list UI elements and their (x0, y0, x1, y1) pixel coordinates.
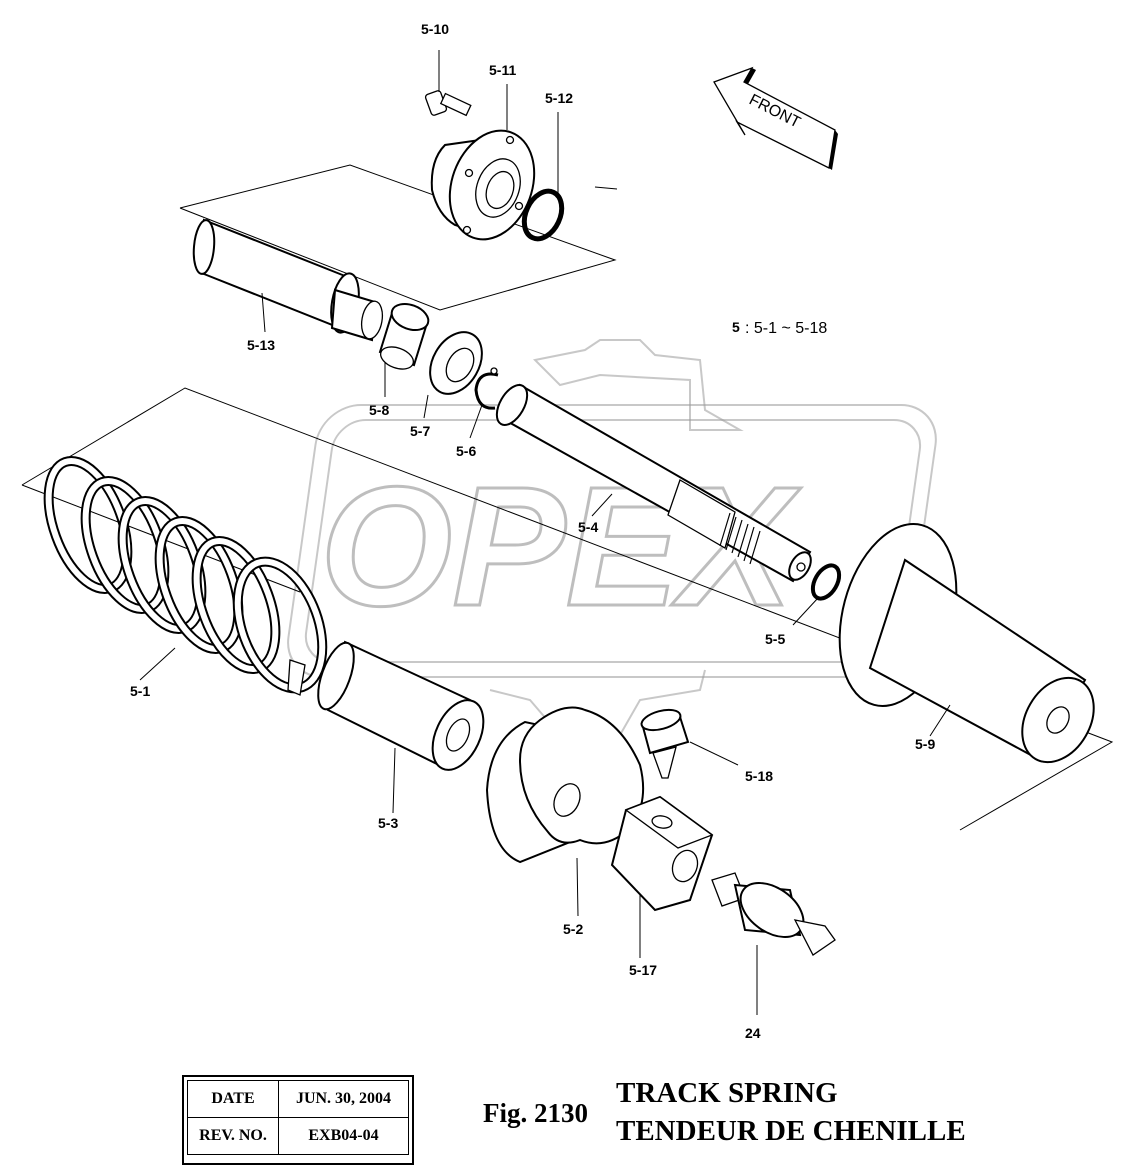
callout-5-17: 5-17 (629, 962, 657, 978)
callout-labels: 5-10 5-11 5-12 5-13 5-8 5-7 5-6 5-4 5-5 … (130, 21, 935, 1041)
plug-5-18 (640, 708, 739, 779)
callout-5-3: 5-3 (378, 815, 398, 831)
bushing-5-8 (378, 302, 430, 397)
piston-rod-5-4 (495, 383, 812, 583)
figure-number: Fig. 2130 (483, 1098, 588, 1128)
callout-5-8: 5-8 (369, 402, 389, 418)
assembly-key: 5 (732, 319, 740, 335)
callout-5-5: 5-5 (765, 631, 785, 647)
callout-5-9: 5-9 (915, 736, 935, 752)
info-box: DATE JUN. 30, 2004 REV. NO. EXB04-04 (182, 1075, 414, 1165)
callout-5-18: 5-18 (745, 768, 773, 784)
callout-5-10: 5-10 (421, 21, 449, 37)
callout-5-2: 5-2 (563, 921, 583, 937)
info-table: DATE JUN. 30, 2004 REV. NO. EXB04-04 (187, 1080, 409, 1155)
figure-title-fr: TENDEUR DE CHENILLE (616, 1115, 966, 1147)
callout-5-6: 5-6 (456, 443, 476, 459)
hex-block-5-17 (610, 795, 714, 958)
o-ring-5-12 (521, 112, 565, 242)
grease-nipple-24 (711, 872, 836, 1015)
callout-5-12: 5-12 (545, 90, 573, 106)
flange-5-11 (430, 84, 536, 241)
callout-5-13: 5-13 (247, 337, 275, 353)
assembly-range: : 5-1 ~ 5-18 (745, 320, 827, 337)
assembly-note: 5 : 5-1 ~ 5-18 (732, 319, 827, 337)
cylinder-5-9 (838, 523, 1095, 764)
snap-ring-5-6 (469, 367, 499, 439)
callout-5-4: 5-4 (578, 519, 598, 535)
o-ring-5-5 (792, 563, 842, 626)
front-direction-arrow: FRONT (713, 66, 838, 170)
callout-5-1: 5-1 (130, 683, 150, 699)
seal-5-7 (423, 331, 483, 419)
bolt-5-10 (424, 50, 472, 117)
date-value: JUN. 30, 2004 (278, 1080, 409, 1118)
watermark-logo: OPEX (287, 339, 937, 736)
date-label: DATE (187, 1080, 279, 1118)
callout-24: 24 (745, 1025, 761, 1041)
figure-title-en: TRACK SPRING (616, 1077, 838, 1109)
watermark-text: OPEX (320, 452, 801, 642)
flange-plate-5-2 (485, 706, 645, 917)
rev-value: EXB04-04 (278, 1117, 409, 1155)
rev-label: REV. NO. (187, 1117, 279, 1155)
rod-5-13 (192, 218, 384, 342)
coil-spring-5-1 (43, 455, 328, 696)
spacer-tube-5-3 (317, 640, 485, 814)
callout-5-11: 5-11 (489, 62, 516, 78)
callout-5-7: 5-7 (410, 423, 430, 439)
